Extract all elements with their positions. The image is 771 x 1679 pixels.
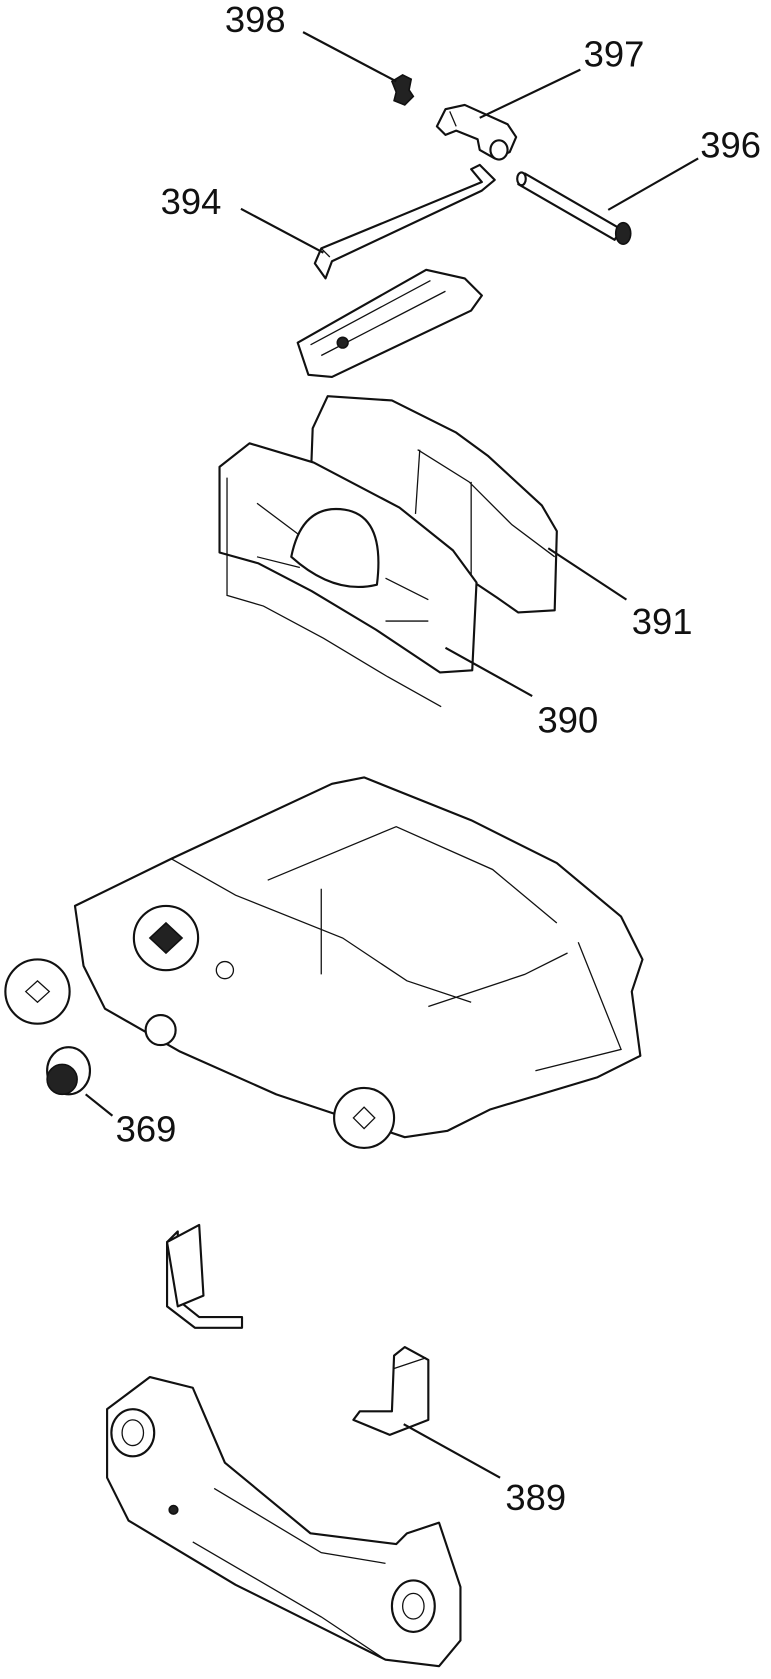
leader-394 — [240, 207, 324, 254]
part-caliper-housing — [4, 776, 644, 1149]
part-398-clip — [390, 74, 415, 106]
callout-369: 369 — [116, 1108, 177, 1149]
callout-396: 396 — [700, 124, 761, 165]
callout-398: 398 — [225, 0, 286, 40]
part-390-brake-pad — [218, 442, 478, 708]
leader-391 — [547, 547, 628, 601]
leader-396 — [607, 157, 699, 211]
callout-397: 397 — [584, 33, 645, 74]
part-carrier-bracket — [106, 1375, 462, 1668]
part-389-clip — [352, 1345, 430, 1436]
callout-391: 391 — [632, 601, 693, 642]
part-397-bracket — [435, 103, 518, 161]
leader-390 — [444, 646, 533, 697]
leader-369 — [85, 1093, 114, 1117]
leader-397 — [479, 68, 581, 119]
part-396-pin — [516, 171, 632, 245]
part-369-cap — [46, 1046, 92, 1096]
callout-389: 389 — [505, 1477, 566, 1518]
part-abutment-clip — [165, 1223, 244, 1329]
part-pad-retainer-plate — [296, 268, 483, 378]
leader-398 — [302, 31, 397, 83]
part-394-spring — [313, 163, 496, 280]
leader-389 — [403, 1423, 501, 1479]
callout-390: 390 — [538, 699, 599, 740]
callout-394: 394 — [161, 181, 222, 222]
